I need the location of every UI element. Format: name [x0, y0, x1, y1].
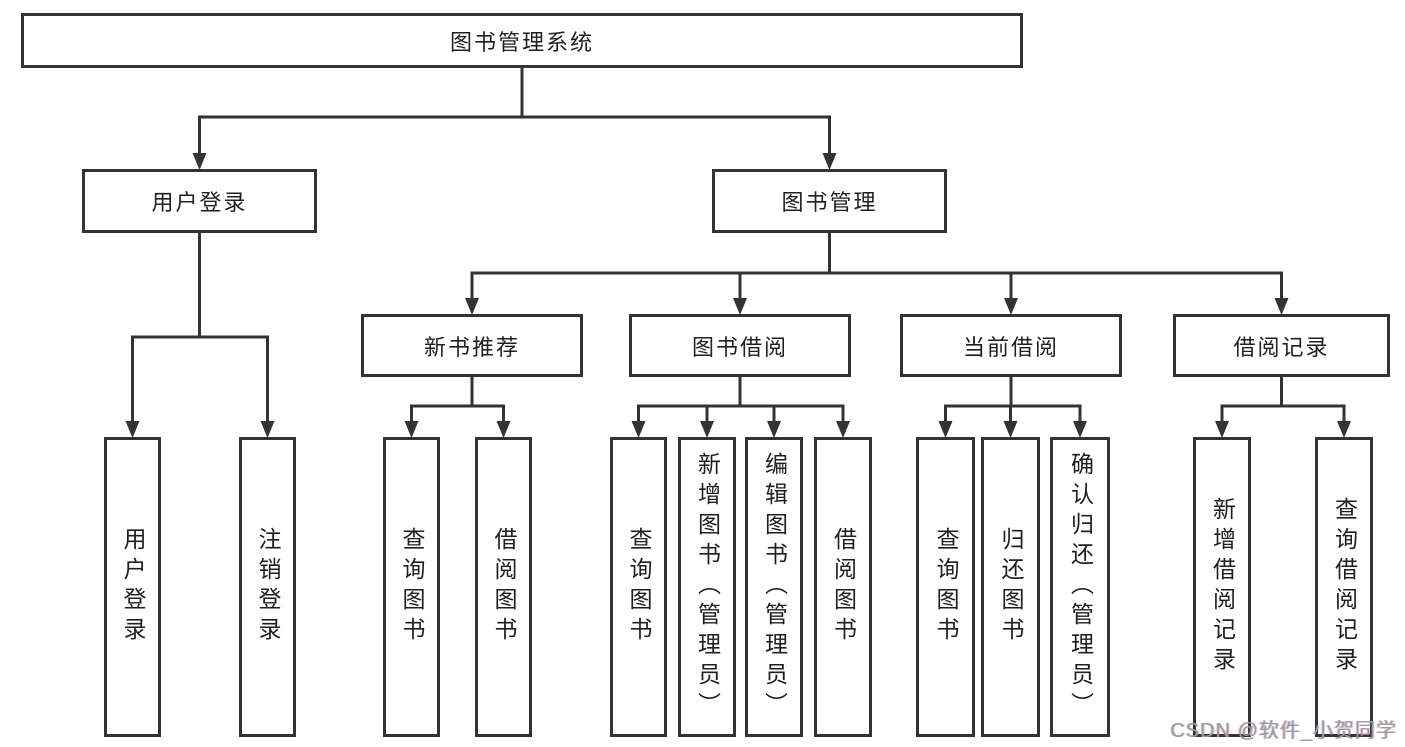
node-label-logout: 注销登录	[255, 527, 281, 647]
arrowhead-icon	[1073, 421, 1087, 438]
node-label-bb-add: 新增图书（管理员）	[694, 452, 721, 722]
node-bb-edit: 编辑图书（管理员）	[745, 437, 803, 737]
node-current-borrow: 当前借阅	[900, 314, 1122, 377]
node-label-br-query: 查询借阅记录	[1331, 497, 1358, 677]
node-label-cb-return: 归还图书	[998, 527, 1024, 647]
node-label-bb-edit: 编辑图书（管理员）	[761, 452, 788, 722]
arrowhead-icon	[1004, 298, 1018, 315]
node-cb-confirm: 确认归还（管理员）	[1050, 437, 1110, 737]
arrowhead-icon	[767, 421, 781, 438]
node-logout: 注销登录	[239, 437, 296, 737]
node-cb-return: 归还图书	[981, 437, 1040, 737]
node-bb-query: 查询图书	[610, 437, 667, 737]
arrowhead-icon	[496, 421, 511, 438]
node-label-new-book-rec: 新书推荐	[423, 334, 520, 360]
arrowhead-icon	[1003, 421, 1018, 438]
node-label-nb-query: 查询图书	[399, 527, 425, 647]
node-book-borrow: 图书借阅	[629, 314, 851, 377]
arrowhead-icon	[465, 298, 479, 315]
arrowhead-icon	[125, 421, 140, 438]
arrowhead-icon	[1337, 421, 1351, 438]
arrowhead-icon	[938, 421, 953, 438]
arrowhead-icon	[733, 298, 747, 315]
arrowhead-icon	[404, 421, 419, 438]
arrowhead-icon	[192, 153, 207, 170]
node-label-root: 图书管理系统	[449, 29, 594, 55]
arrowhead-icon	[836, 421, 850, 438]
node-login: 用户登录	[104, 437, 161, 737]
node-br-add: 新增借阅记录	[1193, 437, 1251, 737]
node-bb-borrow: 借阅图书	[814, 437, 872, 737]
arrowhead-icon	[700, 421, 714, 438]
node-user-login: 用户登录	[82, 169, 317, 233]
node-label-login: 用户登录	[120, 527, 146, 647]
node-br-query: 查询借阅记录	[1315, 437, 1373, 737]
node-book-mgmt: 图书管理	[712, 169, 947, 233]
node-new-book-rec: 新书推荐	[361, 314, 583, 377]
node-label-br-add: 新增借阅记录	[1209, 497, 1236, 677]
node-nb-borrow: 借阅图书	[475, 437, 532, 737]
node-label-bb-borrow: 借阅图书	[830, 527, 857, 647]
node-label-book-borrow: 图书借阅	[691, 334, 788, 360]
arrowhead-icon	[822, 153, 837, 170]
node-cb-query: 查询图书	[916, 437, 975, 737]
arrowhead-icon	[1274, 298, 1289, 315]
node-label-book-mgmt: 图书管理	[781, 190, 878, 215]
node-label-current-borrow: 当前借阅	[962, 334, 1059, 360]
arrowhead-icon	[631, 421, 646, 438]
node-label-nb-borrow: 借阅图书	[491, 527, 517, 647]
node-borrow-records: 借阅记录	[1173, 314, 1390, 377]
node-label-bb-query: 查询图书	[626, 527, 652, 647]
node-root: 图书管理系统	[21, 13, 1023, 68]
node-label-user-login: 用户登录	[151, 190, 248, 215]
arrowhead-icon	[1215, 421, 1229, 438]
node-nb-query: 查询图书	[383, 437, 440, 737]
node-label-cb-confirm: 确认归还（管理员）	[1067, 452, 1094, 722]
node-bb-add: 新增图书（管理员）	[678, 437, 736, 737]
node-label-cb-query: 查询图书	[933, 527, 959, 647]
node-label-borrow-records: 借阅记录	[1233, 334, 1330, 360]
watermark: CSDN @软件_小贺同学	[1170, 720, 1397, 742]
arrowhead-icon	[260, 421, 275, 438]
